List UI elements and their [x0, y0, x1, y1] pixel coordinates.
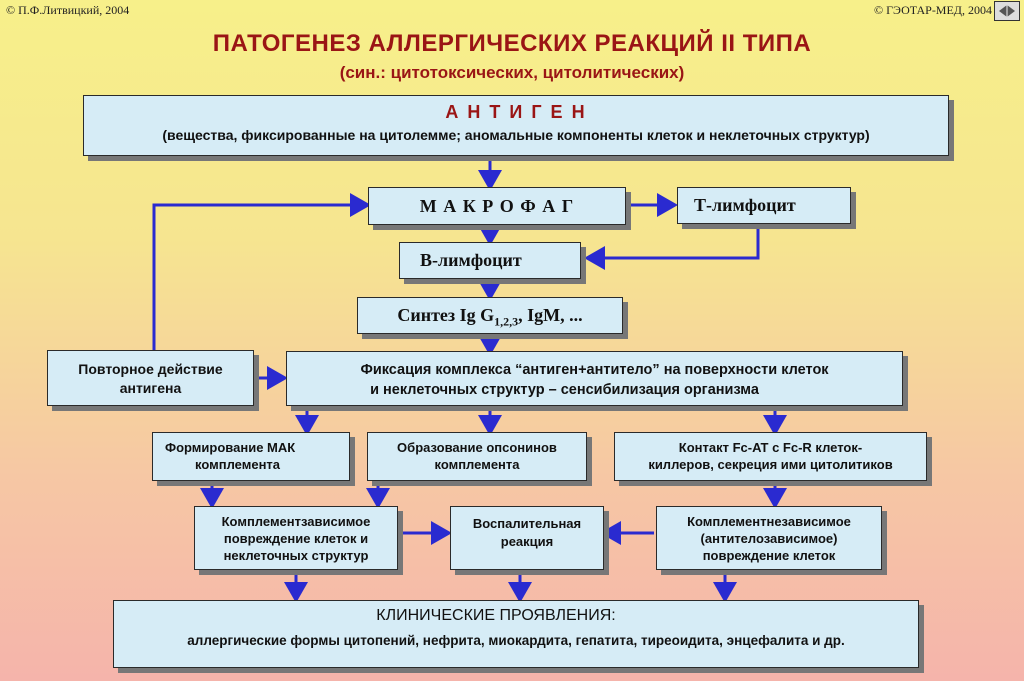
synthesis-prefix: Синтез Ig G — [397, 305, 495, 325]
b-lymphocyte-box: В-лимфоцит — [399, 242, 581, 279]
b-lymphocyte-label: В-лимфоцит — [420, 250, 522, 270]
contact-line2: киллеров, секреция ими цитолитиков — [648, 457, 893, 472]
mac-formation-box: Формирование МАК комплемента — [152, 432, 350, 481]
compindep-line2: (антителозависимое) — [700, 531, 838, 546]
synthesis-suffix: , IgM, ... — [518, 305, 583, 325]
complement-independent-box: Комплементнезависимое (антителозависимое… — [656, 506, 882, 570]
antigen-box: А Н Т И Г Е Н (вещества, фиксированные н… — [83, 95, 949, 156]
arrow-tlymph-to-blymph — [584, 224, 760, 270]
macrophage-box: М А К Р О Ф А Г — [368, 187, 626, 225]
copyright-left: © П.Ф.Литвицкий, 2004 — [6, 3, 130, 17]
synthesis-box: Синтез Ig G1,2,3, IgM, ... — [357, 297, 623, 334]
publisher-logo-icon — [994, 1, 1020, 21]
fixation-line2: и неклеточных структур – сенсибилизация … — [370, 382, 759, 398]
inflammation-line2: реакция — [500, 534, 554, 549]
compindep-line1: Комплементнезависимое — [687, 514, 851, 529]
t-lymphocyte-box: Т-лимфоцит — [677, 187, 851, 224]
repeat-antigen-line2: антигена — [119, 380, 182, 396]
opsonins-box: Образование опсонинов комплемента — [367, 432, 587, 481]
synthesis-subscript: 1,2,3 — [494, 314, 519, 329]
opsonins-line1: Образование опсонинов — [397, 440, 557, 455]
clinical-description: аллергические формы цитопений, нефрита, … — [187, 633, 845, 648]
fixation-box: Фиксация комплекса “антиген+антитело” на… — [286, 351, 903, 406]
macrophage-label: М А К Р О Ф А Г — [419, 196, 575, 216]
arrow-repeat-to-macrophage — [152, 193, 371, 350]
fixation-line1: Фиксация комплекса “антиген+антитело” на… — [360, 362, 829, 378]
repeat-antigen-line1: Повторное действие — [78, 361, 223, 377]
compdep-line1: Комплементзависимое — [221, 514, 371, 529]
repeat-antigen-box: Повторное действие антигена — [47, 350, 254, 406]
mac-line1: Формирование МАК — [165, 440, 296, 455]
antigen-title: А Н Т И Г Е Н — [445, 102, 587, 122]
compdep-line2: повреждение клеток и — [223, 531, 369, 546]
copyright-right: © ГЭОТАР-МЕД, 2004 — [873, 3, 992, 17]
compindep-line3: повреждение клеток — [702, 548, 836, 563]
contact-box: Контакт Fc-AT с Fc-R клеток- киллеров, с… — [614, 432, 927, 481]
t-lymphocyte-label: Т-лимфоцит — [694, 195, 796, 215]
inflammation-box: Воспалительная реакция — [450, 506, 604, 570]
complement-dependent-box: Комплементзависимое повреждение клеток и… — [194, 506, 398, 570]
antigen-description: (вещества, фиксированные на цитолемме; а… — [162, 127, 870, 143]
page-title: ПАТОГЕНЕЗ АЛЛЕРГИЧЕСКИХ РЕАКЦИЙ II ТИПА — [212, 30, 812, 57]
compdep-line3: неклеточных структур — [223, 548, 369, 563]
clinical-manifestations-box: КЛИНИЧЕСКИЕ ПРОЯВЛЕНИЯ: аллергические фо… — [113, 600, 919, 668]
inflammation-line1: Воспалительная — [472, 516, 582, 531]
mac-line2: комплемента — [195, 457, 281, 472]
page-subtitle: (син.: цитотоксических, цитолитических) — [339, 63, 685, 82]
clinical-title: КЛИНИЧЕСКИЕ ПРОЯВЛЕНИЯ: — [376, 607, 616, 624]
contact-line1: Контакт Fc-AT с Fc-R клеток- — [678, 440, 863, 455]
opsonins-line2: комплемента — [434, 457, 520, 472]
